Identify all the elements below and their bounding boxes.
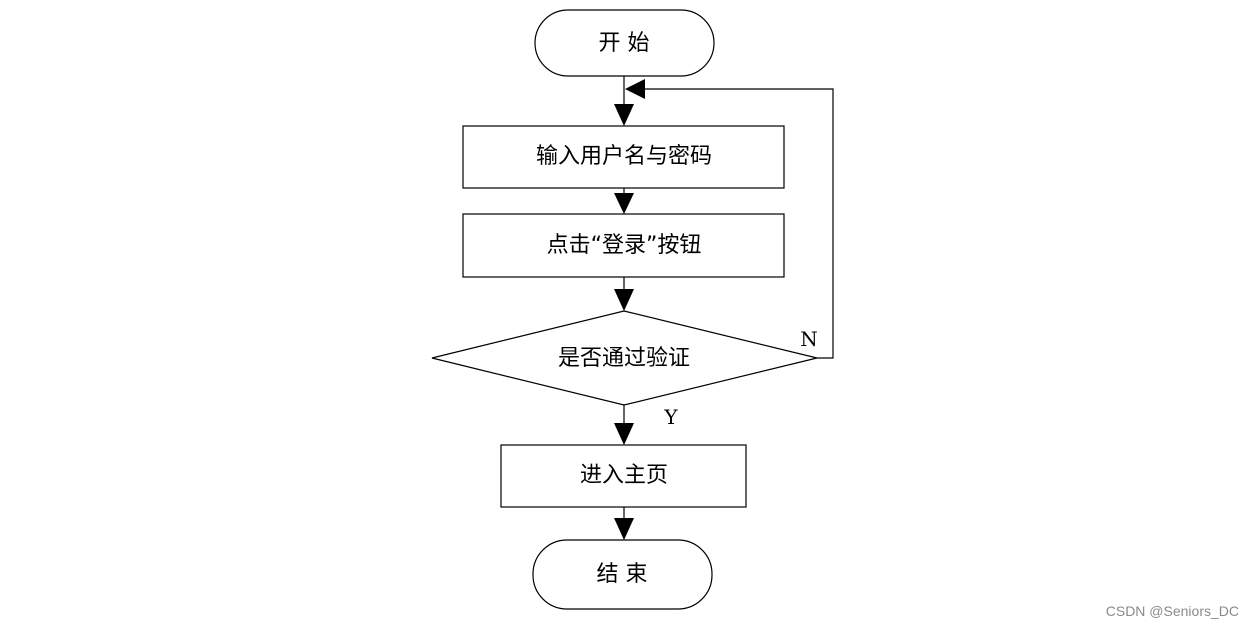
click-label: 点击“登录”按钮: [547, 233, 702, 258]
end-node: 结 束: [532, 539, 713, 610]
watermark: CSDN @Seniors_DC: [1106, 603, 1239, 619]
verify-node: 是否通过验证: [431, 310, 818, 406]
edge-verify-no-loop: [643, 88, 834, 359]
home-label: 进入主页: [580, 463, 668, 488]
start-label: 开 始: [599, 31, 650, 56]
end-terminal-shape: [532, 539, 713, 610]
edges: [614, 76, 834, 540]
arrowhead-into-input: [614, 104, 634, 126]
verify-label: 是否通过验证: [558, 346, 690, 371]
arrowhead-into-home: [614, 423, 634, 445]
end-label: 结 束: [597, 562, 648, 587]
home-node: 进入主页: [500, 444, 747, 508]
arrowhead-into-end: [614, 518, 634, 540]
click-process-shape: [462, 213, 785, 278]
click-node: 点击“登录”按钮: [462, 213, 785, 278]
input-process-shape: [462, 125, 785, 189]
start-node: 开 始: [534, 9, 715, 77]
input-label: 输入用户名与密码: [536, 144, 712, 169]
verify-decision-shape: [431, 310, 818, 406]
branch-label-no: N: [800, 327, 818, 351]
arrowhead-into-click: [614, 193, 634, 214]
start-terminal-shape: [534, 9, 715, 77]
arrowhead-into-verify: [614, 289, 634, 311]
branch-label-yes: Y: [663, 405, 678, 429]
input-node: 输入用户名与密码: [462, 125, 785, 189]
home-process-shape: [500, 444, 747, 508]
arrowhead-loop-return: [625, 79, 645, 99]
